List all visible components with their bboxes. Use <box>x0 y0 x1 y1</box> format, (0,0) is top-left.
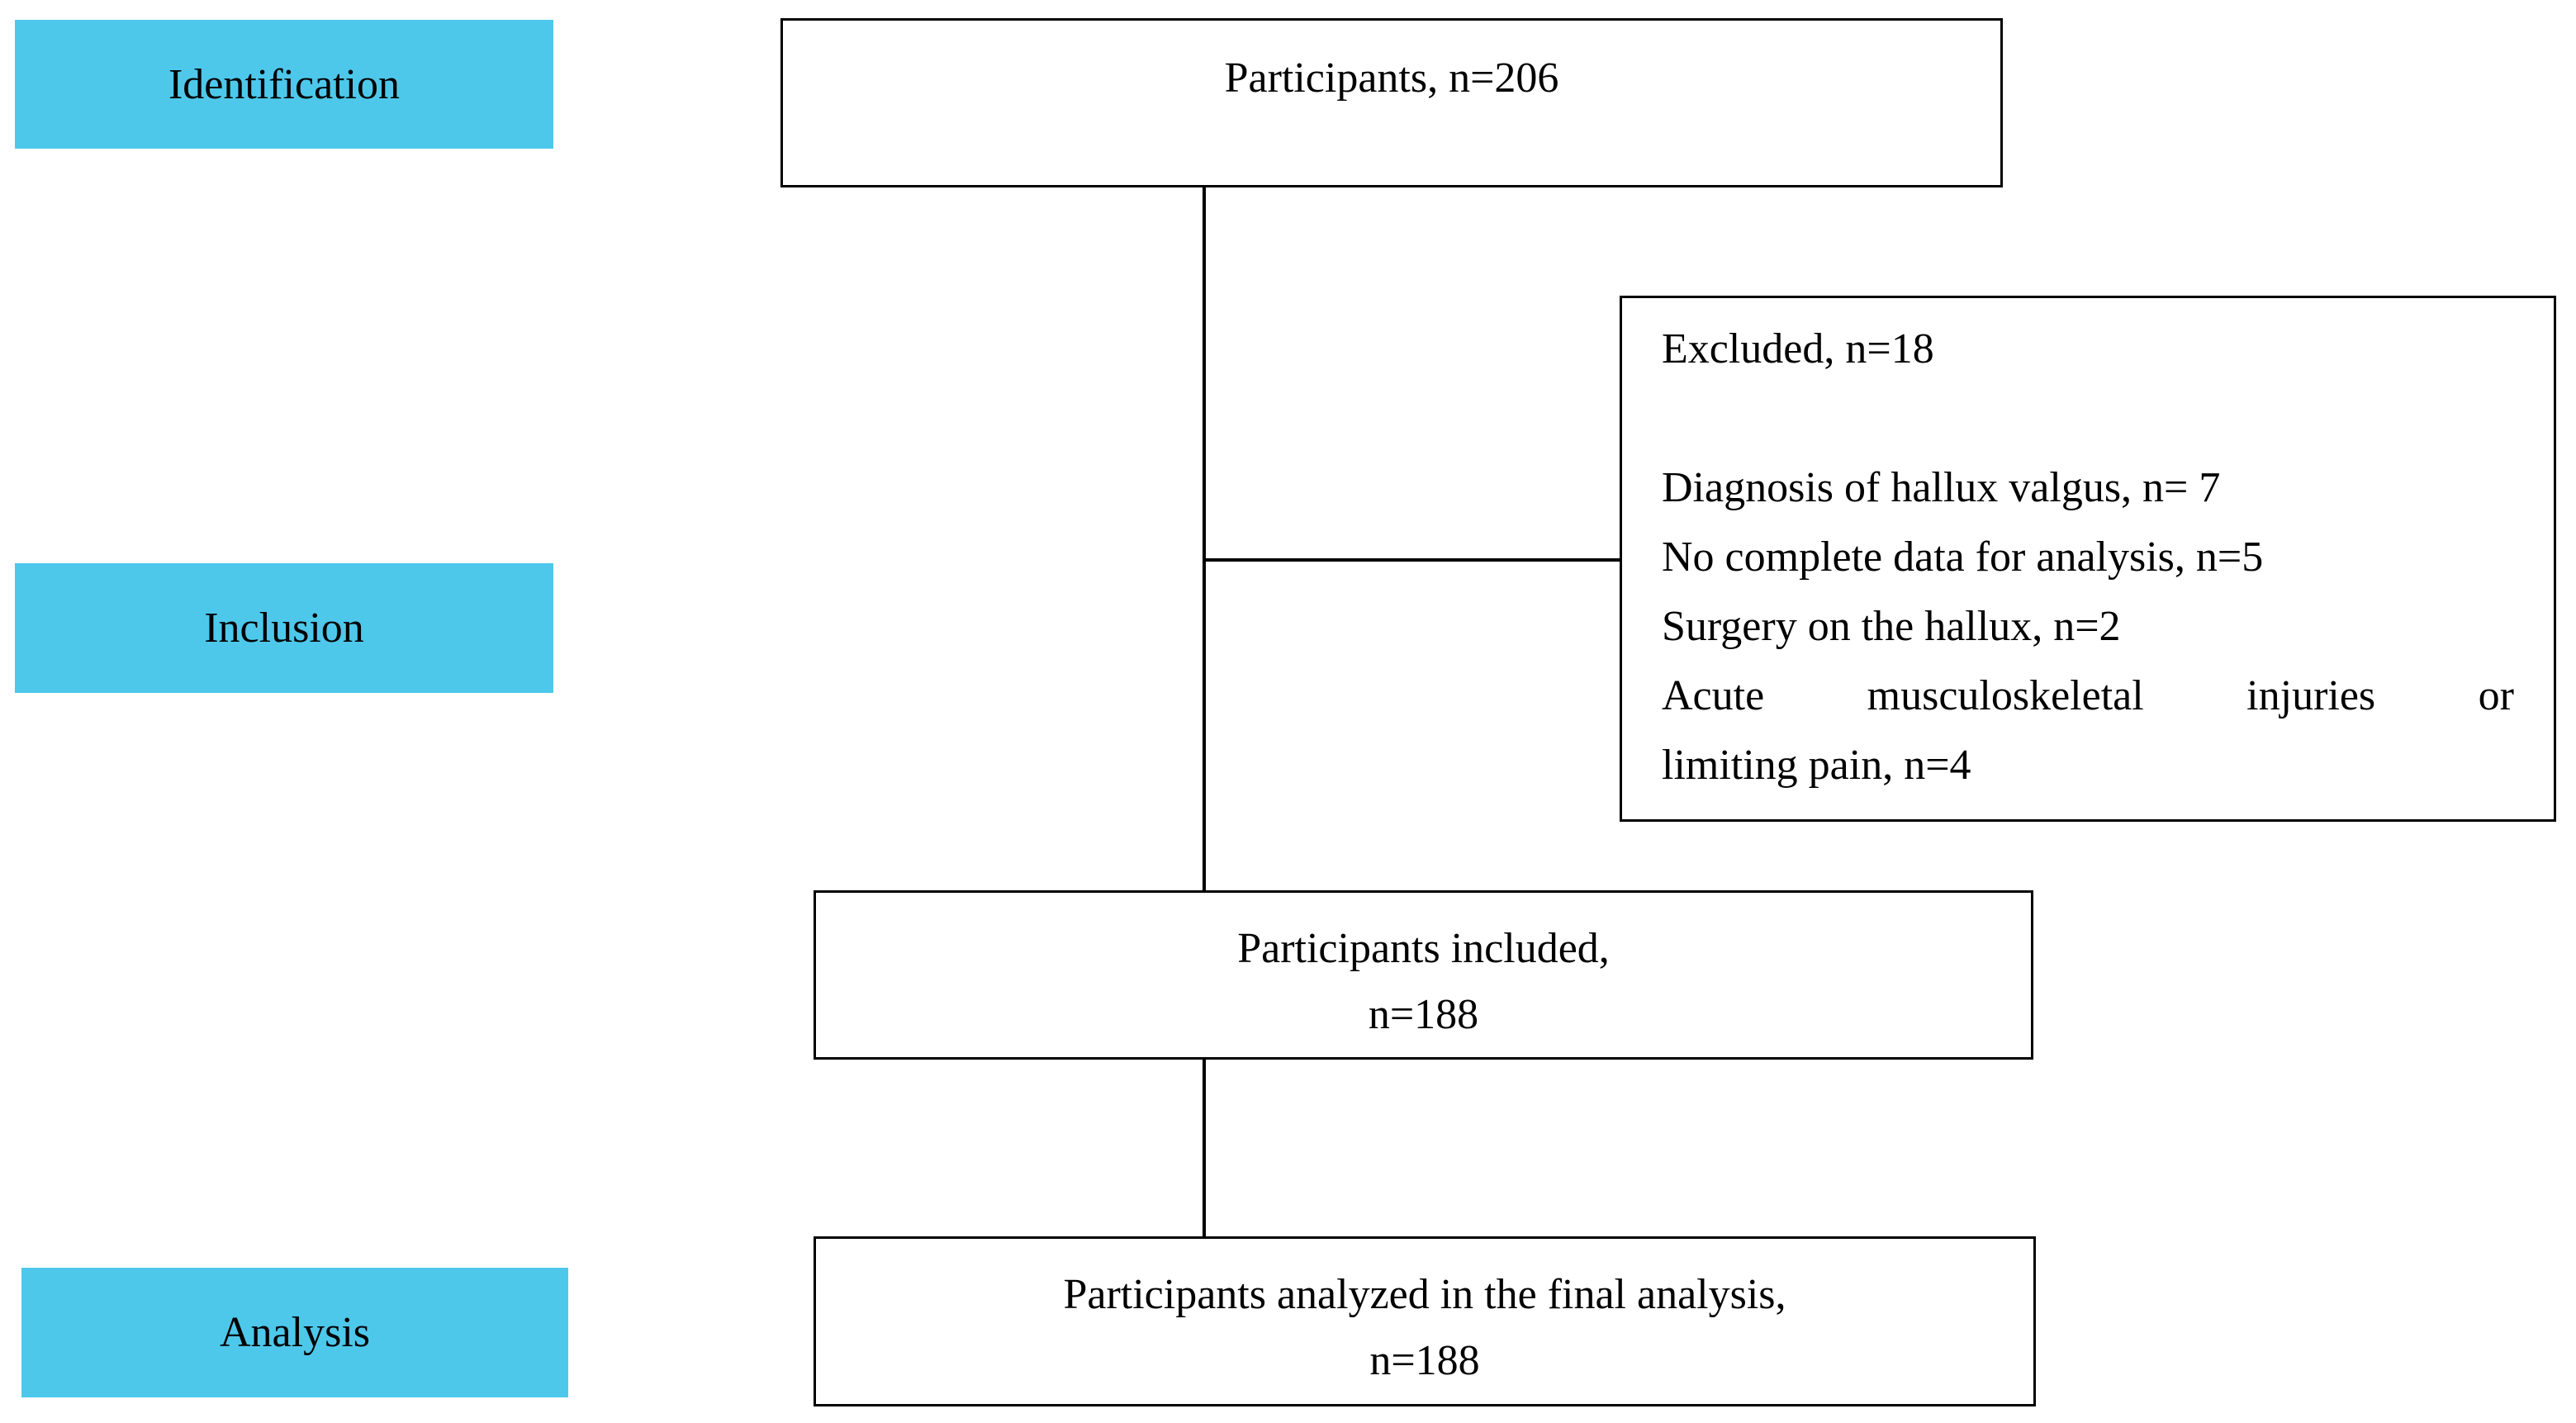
stage-label-analysis: Analysis <box>21 1268 568 1397</box>
flow-box-analyzed: Participants analyzed in the final analy… <box>814 1236 2036 1406</box>
connector-branch-to-excluded <box>1204 558 1620 562</box>
flow-box-included-line1: Participants included, <box>1237 925 1610 972</box>
flow-box-analyzed-line1: Participants analyzed in the final analy… <box>1063 1271 1786 1318</box>
stage-label-inclusion-text: Inclusion <box>204 605 364 652</box>
flow-box-included: Participants included, n=188 <box>814 890 2033 1060</box>
flow-box-included-line2: n=188 <box>1368 991 1479 1038</box>
flow-box-participants-text: Participants, n=206 <box>1224 55 1559 102</box>
flow-box-excluded: Excluded, n=18 Diagnosis of hallux valgu… <box>1620 296 2556 822</box>
excluded-spacer <box>1662 384 2514 453</box>
excluded-item-wrapped-line2: limiting pain, n=4 <box>1662 742 1971 789</box>
stage-label-analysis-text: Analysis <box>220 1309 370 1356</box>
excluded-title: Excluded, n=18 <box>1662 325 1934 372</box>
stage-label-identification: Identification <box>15 20 553 149</box>
stage-label-inclusion: Inclusion <box>15 563 553 693</box>
flow-box-participants: Participants, n=206 <box>780 18 2003 187</box>
flow-box-analyzed-line2: n=188 <box>1369 1337 1480 1384</box>
connector-participants-to-included <box>1203 187 1206 890</box>
stage-label-identification-text: Identification <box>168 60 401 108</box>
excluded-item: No complete data for analysis, n=5 <box>1662 534 2264 581</box>
connector-included-to-analyzed <box>1203 1060 1206 1236</box>
excluded-item: Diagnosis of hallux valgus, n= 7 <box>1662 464 2221 511</box>
excluded-item: Surgery on the hallux, n=2 <box>1662 603 2121 650</box>
